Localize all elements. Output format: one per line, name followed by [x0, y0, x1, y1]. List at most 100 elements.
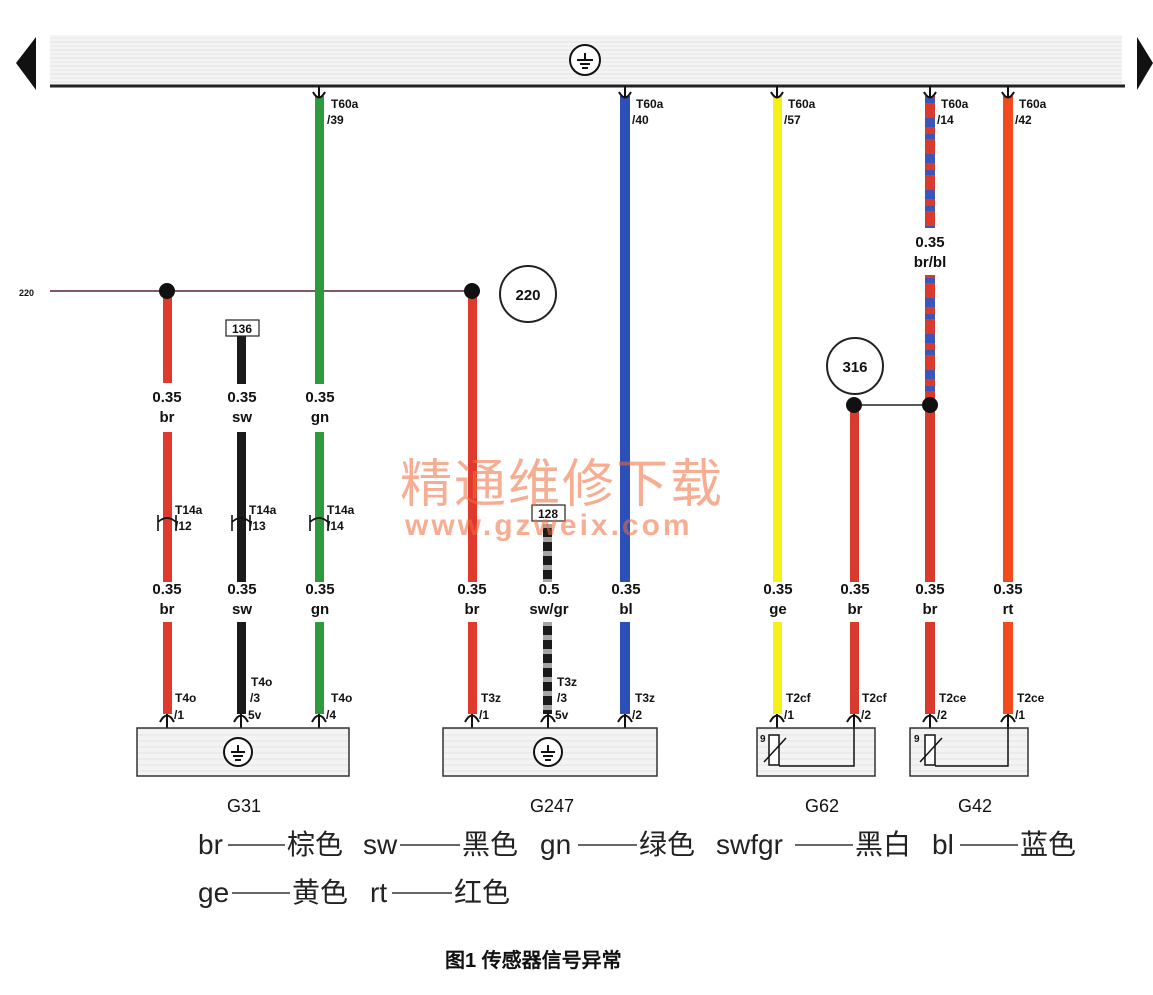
svg-text:5v: 5v	[555, 708, 569, 722]
ground-symbol-icon	[223, 737, 253, 767]
svg-text:黑色: 黑色	[462, 829, 518, 860]
svg-text:/3: /3	[250, 691, 260, 705]
ground-symbol-icon	[533, 737, 563, 767]
wire-brbl	[925, 275, 935, 405]
svg-text:T60a: T60a	[1019, 97, 1047, 111]
wire-br-8	[850, 404, 859, 582]
connector-t2ce-2: T2ce /2	[922, 691, 967, 728]
svg-text:/2: /2	[632, 708, 642, 722]
svg-text:T60a: T60a	[331, 97, 359, 111]
svg-text:ge: ge	[198, 877, 229, 908]
svg-text:br: br	[198, 829, 223, 860]
connector-t4o-4: T4o /4	[311, 691, 352, 728]
svg-text:/57: /57	[784, 113, 801, 127]
svg-text:br: br	[160, 601, 175, 618]
component-label-g247: G247	[530, 796, 574, 816]
ground-symbol-icon	[569, 44, 601, 76]
wire-ge	[773, 96, 782, 582]
connector-t2ce-1: T2ce /1	[1000, 691, 1045, 728]
svg-text:9: 9	[914, 734, 920, 745]
wire-bl	[620, 622, 630, 714]
svg-text:bl: bl	[619, 601, 632, 618]
svg-text:T60a: T60a	[941, 97, 969, 111]
svg-text:sw: sw	[232, 601, 252, 618]
svg-text:T60a: T60a	[788, 97, 816, 111]
svg-text:蓝色: 蓝色	[1020, 829, 1076, 860]
connector-t14a-12: T14a /12	[157, 503, 203, 533]
svg-text:/2: /2	[937, 708, 947, 722]
component-g42: 9	[909, 727, 1029, 777]
svg-text:/4: /4	[326, 708, 336, 722]
wire-br-9	[925, 405, 935, 582]
watermark-url: www.gzweix.com	[404, 509, 693, 542]
svg-text:220: 220	[515, 287, 540, 304]
connector-t2cf-2: T2cf /2	[846, 691, 888, 728]
svg-text:黑白: 黑白	[855, 829, 911, 860]
svg-text:0.35: 0.35	[763, 581, 792, 598]
svg-text:T14a: T14a	[249, 503, 277, 517]
component-g31	[136, 727, 350, 777]
svg-text:sw/gr: sw/gr	[529, 601, 568, 618]
svg-text:棕色: 棕色	[287, 829, 343, 860]
wire-sw	[237, 622, 246, 714]
connector-t4o-3: T4o /3 5v	[233, 675, 272, 728]
svg-text:0.35: 0.35	[840, 581, 869, 598]
left-arrow-icon	[16, 37, 36, 90]
svg-text:gn: gn	[311, 601, 329, 618]
connector-t3z-1: T3z /1	[464, 691, 501, 728]
svg-text:/39: /39	[327, 113, 344, 127]
svg-text:128: 128	[538, 507, 558, 521]
svg-text:T3z: T3z	[481, 691, 501, 705]
wire-swgr	[543, 524, 552, 582]
svg-text:0.35: 0.35	[457, 581, 486, 598]
svg-text:0.35: 0.35	[611, 581, 640, 598]
svg-text:5v: 5v	[248, 708, 262, 722]
wire-br-9	[925, 622, 935, 714]
wire-gn	[315, 96, 324, 384]
watermark-chinese: 精通维修下载	[400, 456, 724, 514]
wire-swgr	[543, 622, 552, 714]
connector-t4o-1: T4o /1	[159, 691, 196, 728]
component-g247	[442, 727, 658, 777]
svg-text:136: 136	[232, 322, 252, 336]
svg-text:/1: /1	[784, 708, 794, 722]
wire-br-1	[163, 291, 172, 383]
wire-gn	[315, 622, 324, 714]
svg-text:T2ce: T2ce	[1017, 691, 1045, 705]
wire-brbl	[925, 96, 935, 228]
svg-text:黄色: 黄色	[292, 877, 348, 908]
wire-br-1	[163, 432, 172, 582]
svg-text:0.35: 0.35	[152, 389, 181, 406]
wire-rt	[1003, 96, 1013, 582]
svg-text:sw: sw	[232, 409, 252, 426]
svg-text:rt: rt	[1003, 601, 1014, 618]
component-label-g31: G31	[227, 796, 261, 816]
connector-t3z-3: T3z /3 5v	[540, 675, 577, 728]
component-label-g62: G62	[805, 796, 839, 816]
wire-segments	[163, 96, 1013, 714]
svg-text:0.35: 0.35	[152, 581, 181, 598]
connector-t60a-42: T60a /42	[1001, 86, 1047, 127]
line-220-label: 220	[19, 288, 34, 298]
thermistor-icon: 9	[760, 734, 787, 766]
box-128: 128	[531, 504, 566, 522]
wire-br-1	[163, 622, 172, 714]
junction-dot	[464, 283, 480, 299]
svg-text:br: br	[848, 601, 863, 618]
svg-text:/3: /3	[557, 691, 567, 705]
svg-text:0.5: 0.5	[539, 581, 560, 598]
svg-text:9: 9	[760, 734, 766, 745]
svg-text:bl: bl	[932, 829, 954, 860]
svg-text:/1: /1	[479, 708, 489, 722]
svg-text:T3z: T3z	[557, 675, 577, 689]
thermistor-icon: 9	[914, 734, 943, 766]
svg-text:sw: sw	[363, 829, 398, 860]
svg-text:br: br	[160, 409, 175, 426]
connector-t60a-39: T60a /39	[312, 86, 359, 127]
svg-text:gn: gn	[311, 409, 329, 426]
connector-t60a-14: T60a /14	[923, 86, 969, 127]
svg-text:/1: /1	[174, 708, 184, 722]
svg-text:br: br	[923, 601, 938, 618]
svg-text:rt: rt	[370, 877, 387, 908]
